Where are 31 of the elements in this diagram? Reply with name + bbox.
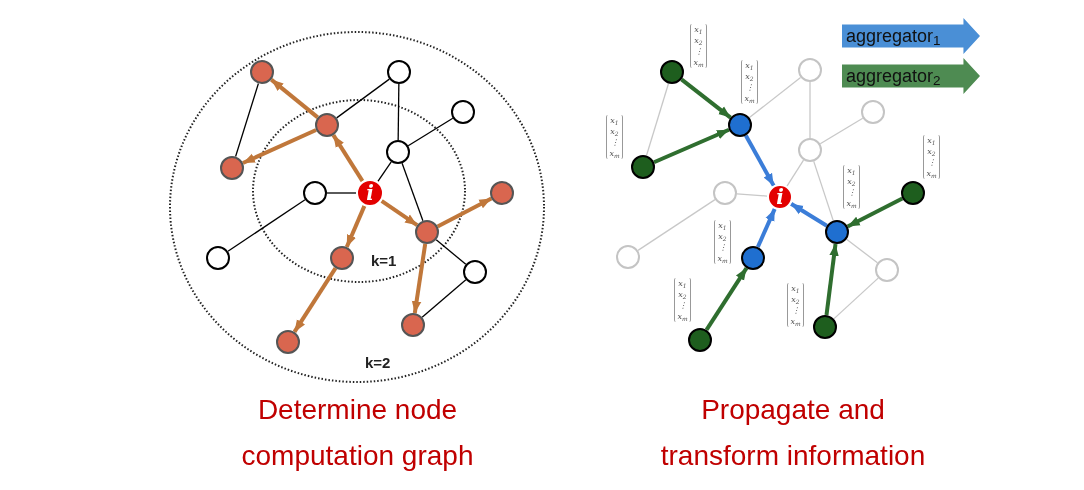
legend-label: aggregator$_{2}$ bbox=[846, 65, 941, 87]
edge-line bbox=[234, 82, 260, 158]
center-node: i bbox=[356, 179, 384, 207]
arrow bbox=[756, 208, 777, 248]
legend-label: aggregator$_{1}$ bbox=[846, 25, 941, 47]
arrow bbox=[680, 77, 732, 120]
edge-line bbox=[326, 192, 357, 194]
feature-vector: x$_{1}$ x$_{2}$ ⋮ x$_{m}$ bbox=[714, 220, 731, 264]
ring-label: k=2 bbox=[365, 353, 391, 373]
arrow bbox=[824, 243, 839, 316]
feature-vector: x$_{1}$ x$_{2}$ ⋮ x$_{m}$ bbox=[787, 283, 804, 327]
edge-line bbox=[397, 83, 400, 141]
feature-vector: x$_{1}$ x$_{2}$ ⋮ x$_{m}$ bbox=[923, 135, 940, 179]
feature-vector: x$_{1}$ x$_{2}$ ⋮ x$_{m}$ bbox=[606, 115, 623, 159]
edge-line bbox=[401, 162, 424, 222]
arrow bbox=[344, 205, 367, 248]
edge-line bbox=[645, 82, 670, 157]
edge-line bbox=[421, 279, 467, 318]
edge-line bbox=[809, 81, 811, 139]
feature-vector: x$_{1}$ x$_{2}$ ⋮ x$_{m}$ bbox=[843, 165, 860, 209]
caption: Propagate and transform information bbox=[659, 393, 927, 473]
caption: Determine node computation graph bbox=[240, 393, 475, 473]
arrow bbox=[270, 78, 319, 119]
ring-label: k=1 bbox=[371, 251, 397, 271]
arrow bbox=[411, 243, 428, 314]
edge-line bbox=[813, 160, 834, 222]
feature-vector: x$_{1}$ x$_{2}$ ⋮ x$_{m}$ bbox=[674, 278, 691, 322]
center-node: i bbox=[767, 184, 793, 210]
edge-line bbox=[736, 193, 768, 197]
feature-vector: x$_{1}$ x$_{2}$ ⋮ x$_{m}$ bbox=[690, 24, 707, 68]
feature-vector: x$_{1}$ x$_{2}$ ⋮ x$_{m}$ bbox=[741, 60, 758, 104]
